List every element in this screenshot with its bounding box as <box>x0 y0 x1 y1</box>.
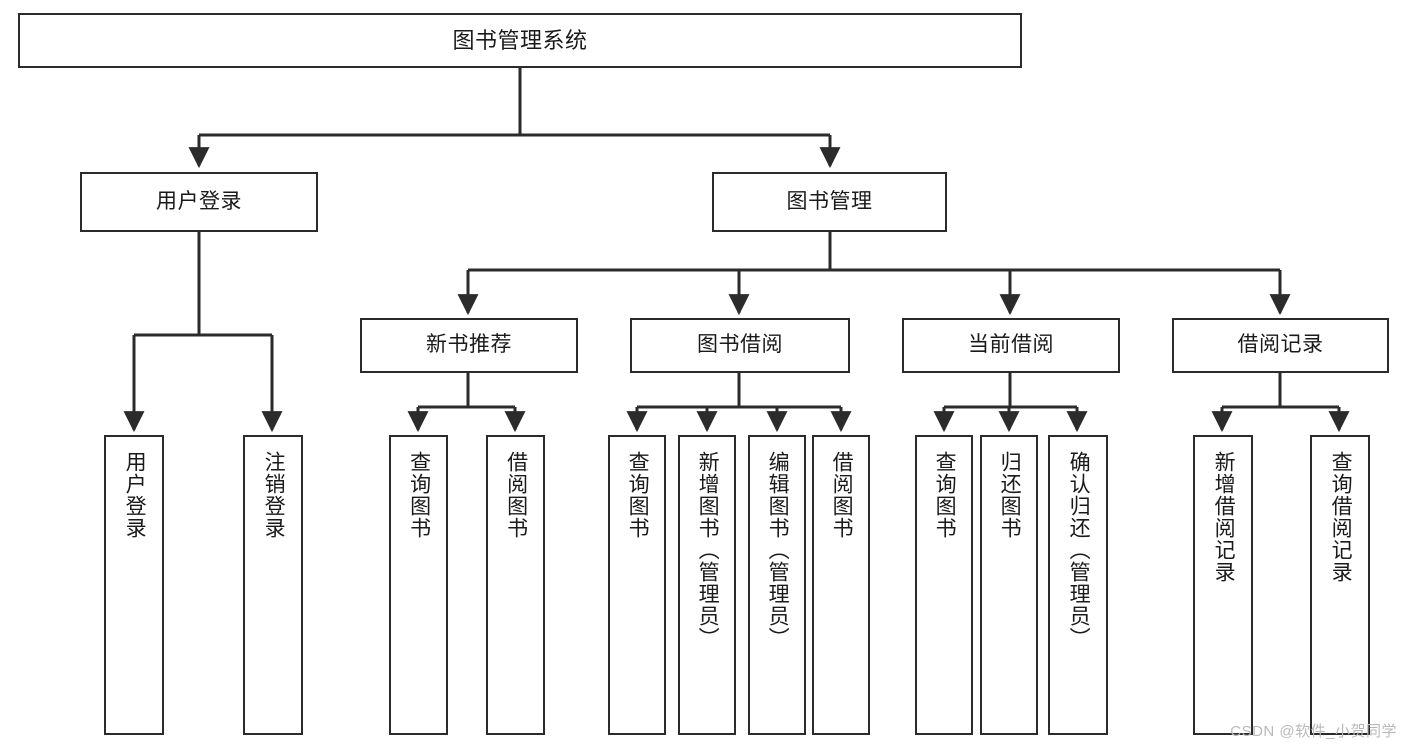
leaf-confirm-return-admin[interactable]: 确认归还（管理员） <box>1048 435 1108 735</box>
leaf-query-book-borrow[interactable]: 查询图书 <box>608 435 666 735</box>
node-label: 借阅记录 <box>1237 333 1324 357</box>
node-label: 查询借阅记录 <box>1329 451 1353 583</box>
node-new-book-recommend[interactable]: 新书推荐 <box>360 318 578 373</box>
node-book-management[interactable]: 图书管理 <box>712 172 947 232</box>
node-label: 用户登录 <box>123 451 147 539</box>
node-label: 借阅图书 <box>504 451 528 539</box>
node-book-borrow[interactable]: 图书借阅 <box>630 318 850 373</box>
leaf-borrow-book-recommend[interactable]: 借阅图书 <box>486 435 545 735</box>
node-current-borrow[interactable]: 当前借阅 <box>902 318 1120 373</box>
leaf-return-book[interactable]: 归还图书 <box>980 435 1038 735</box>
node-label: 新书推荐 <box>426 333 512 357</box>
leaf-add-book-admin[interactable]: 新增图书（管理员） <box>678 435 736 735</box>
leaf-add-borrow-record[interactable]: 新增借阅记录 <box>1193 435 1253 735</box>
node-label: 新增图书（管理员） <box>696 451 720 649</box>
node-label: 归还图书 <box>998 451 1022 539</box>
leaf-query-book-recommend[interactable]: 查询图书 <box>389 435 448 735</box>
node-label: 确认归还（管理员） <box>1067 451 1091 649</box>
node-borrow-record[interactable]: 借阅记录 <box>1172 318 1389 373</box>
node-label: 借阅图书 <box>830 451 854 539</box>
node-label: 查询图书 <box>933 451 957 539</box>
leaf-query-borrow-record[interactable]: 查询借阅记录 <box>1310 435 1370 735</box>
node-root-system[interactable]: 图书管理系统 <box>18 13 1022 68</box>
node-label: 编辑图书（管理员） <box>766 451 790 649</box>
node-label: 注销登录 <box>262 451 286 539</box>
leaf-query-book-current[interactable]: 查询图书 <box>915 435 973 735</box>
leaf-edit-book-admin[interactable]: 编辑图书（管理员） <box>748 435 806 735</box>
node-user-login[interactable]: 用户登录 <box>80 172 318 232</box>
node-label: 查询图书 <box>626 451 650 539</box>
node-label: 查询图书 <box>407 451 431 539</box>
leaf-user-logout[interactable]: 注销登录 <box>243 435 303 735</box>
leaf-borrow-book[interactable]: 借阅图书 <box>812 435 870 735</box>
node-label: 图书管理系统 <box>452 27 588 53</box>
node-label: 当前借阅 <box>968 333 1054 357</box>
node-label: 用户登录 <box>156 189 242 213</box>
node-label: 图书管理 <box>786 189 873 213</box>
watermark-text: CSDN @软件_小贺同学 <box>1230 723 1397 740</box>
node-label: 图书借阅 <box>697 333 783 357</box>
node-label: 新增借阅记录 <box>1212 451 1236 583</box>
leaf-user-login[interactable]: 用户登录 <box>104 435 164 735</box>
